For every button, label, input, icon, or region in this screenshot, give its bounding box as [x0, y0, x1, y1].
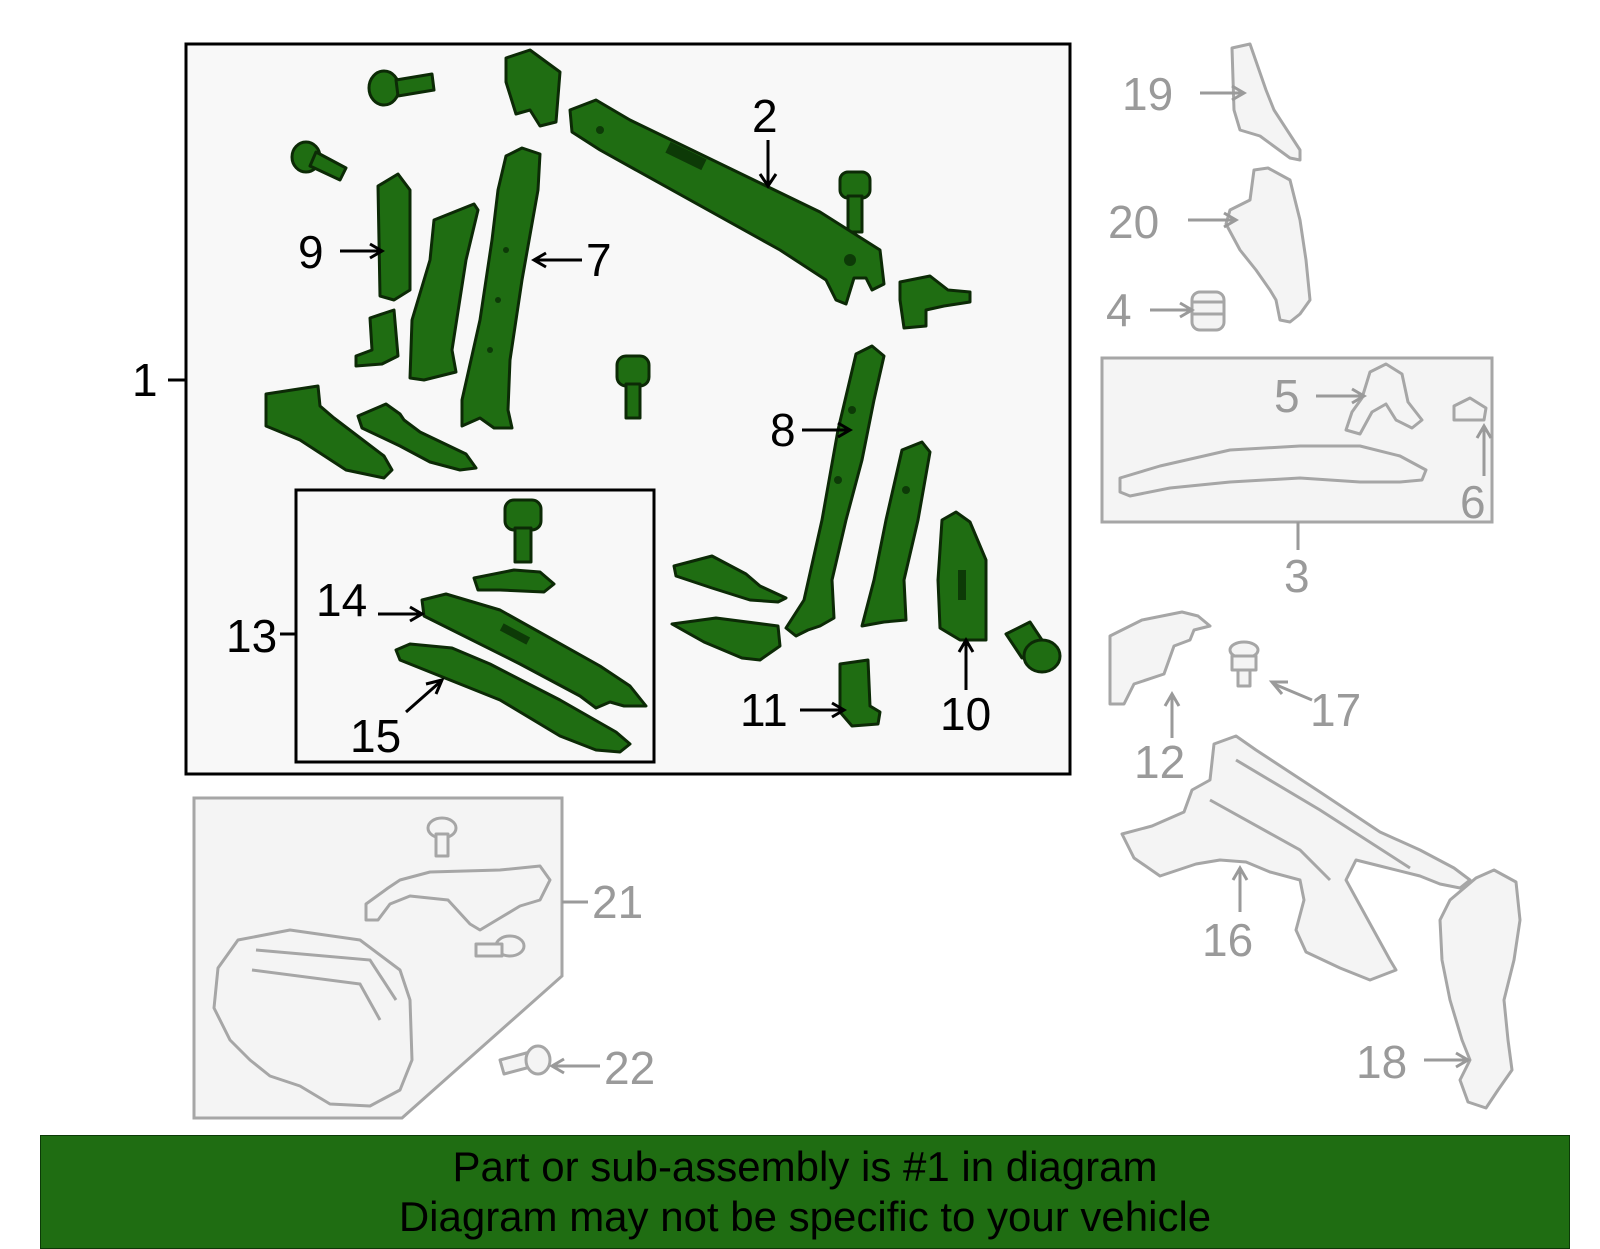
- bracket-lower-left: [356, 402, 478, 472]
- part-18-side-bracket: [1438, 868, 1522, 1110]
- bolt-left: [290, 140, 348, 182]
- part-6-clip: [1452, 396, 1488, 422]
- callout-7: 7: [586, 234, 612, 286]
- channel-lower-right-lower: [670, 616, 782, 662]
- panel-right-middle: [860, 440, 932, 628]
- part-22-bolt: [498, 1044, 552, 1076]
- leader-lines-dark: [168, 140, 975, 719]
- callout-8: 8: [770, 404, 796, 456]
- bracket-left-small: [354, 308, 400, 368]
- part-15-lower-bar: [394, 642, 632, 754]
- callout-21: 21: [592, 876, 643, 928]
- group-box-3: [1100, 356, 1494, 524]
- channel-lower-right-upper: [672, 554, 788, 604]
- callout-10: 10: [940, 688, 991, 740]
- bolt-top: [367, 69, 436, 107]
- callout-17: 17: [1310, 684, 1361, 736]
- callout-14: 14: [316, 574, 367, 626]
- bracket-top: [504, 48, 562, 128]
- part-10-bracket: [936, 510, 988, 642]
- callout-4: 4: [1106, 284, 1132, 336]
- part-16-lower-support: [1120, 734, 1472, 982]
- notice-banner: Part or sub-assembly is #1 in diagram Di…: [40, 1135, 1570, 1249]
- part-8-right-pillar: [784, 344, 886, 638]
- channel-lower-left: [264, 384, 394, 480]
- part-12-bracket: [1108, 610, 1212, 706]
- part-2-upper-tie-bar: [568, 98, 886, 306]
- callout-12: 12: [1134, 736, 1185, 788]
- callout-11: 11: [740, 684, 788, 736]
- callout-22: 22: [604, 1042, 655, 1094]
- part-17-clip: [1228, 640, 1260, 688]
- part-19-bracket: [1230, 42, 1302, 162]
- part-3-lower-bar: [1118, 444, 1428, 498]
- callout-20: 20: [1108, 196, 1159, 248]
- callout-2: 2: [752, 90, 778, 142]
- callout-5: 5: [1274, 370, 1300, 422]
- bolt-center-top: [838, 170, 872, 234]
- callout-6: 6: [1460, 476, 1486, 528]
- notice-line-1: Part or sub-assembly is #1 in diagram: [452, 1143, 1158, 1190]
- bolt-sub: [503, 498, 543, 564]
- callout-18: 18: [1356, 1036, 1407, 1088]
- callout-9: 9: [298, 226, 324, 278]
- part-20-shroud: [1224, 166, 1312, 324]
- bolt-center: [615, 354, 651, 420]
- notice-line-2: Diagram may not be specific to your vehi…: [398, 1193, 1212, 1240]
- leader-lines-gray: [549, 84, 1493, 1075]
- part-9-bracket: [376, 172, 412, 302]
- part-7-left-pillar: [460, 146, 542, 430]
- part-11-bracket: [838, 658, 882, 728]
- panel-left-middle: [408, 202, 480, 382]
- part-5-bracket: [1344, 362, 1424, 436]
- part-4-cushion: [1190, 290, 1226, 332]
- callout-13: 13: [226, 610, 277, 662]
- part-14-upper-bar: [420, 568, 648, 710]
- callout-19: 19: [1122, 68, 1173, 120]
- callout-1: 1: [132, 354, 158, 406]
- bolt-right: [1004, 620, 1062, 674]
- part-21-sensor-assembly: [212, 816, 552, 1108]
- bracket-right-small: [898, 274, 972, 330]
- callout-15: 15: [350, 710, 401, 762]
- callout-3: 3: [1284, 550, 1310, 602]
- callout-16: 16: [1202, 914, 1253, 966]
